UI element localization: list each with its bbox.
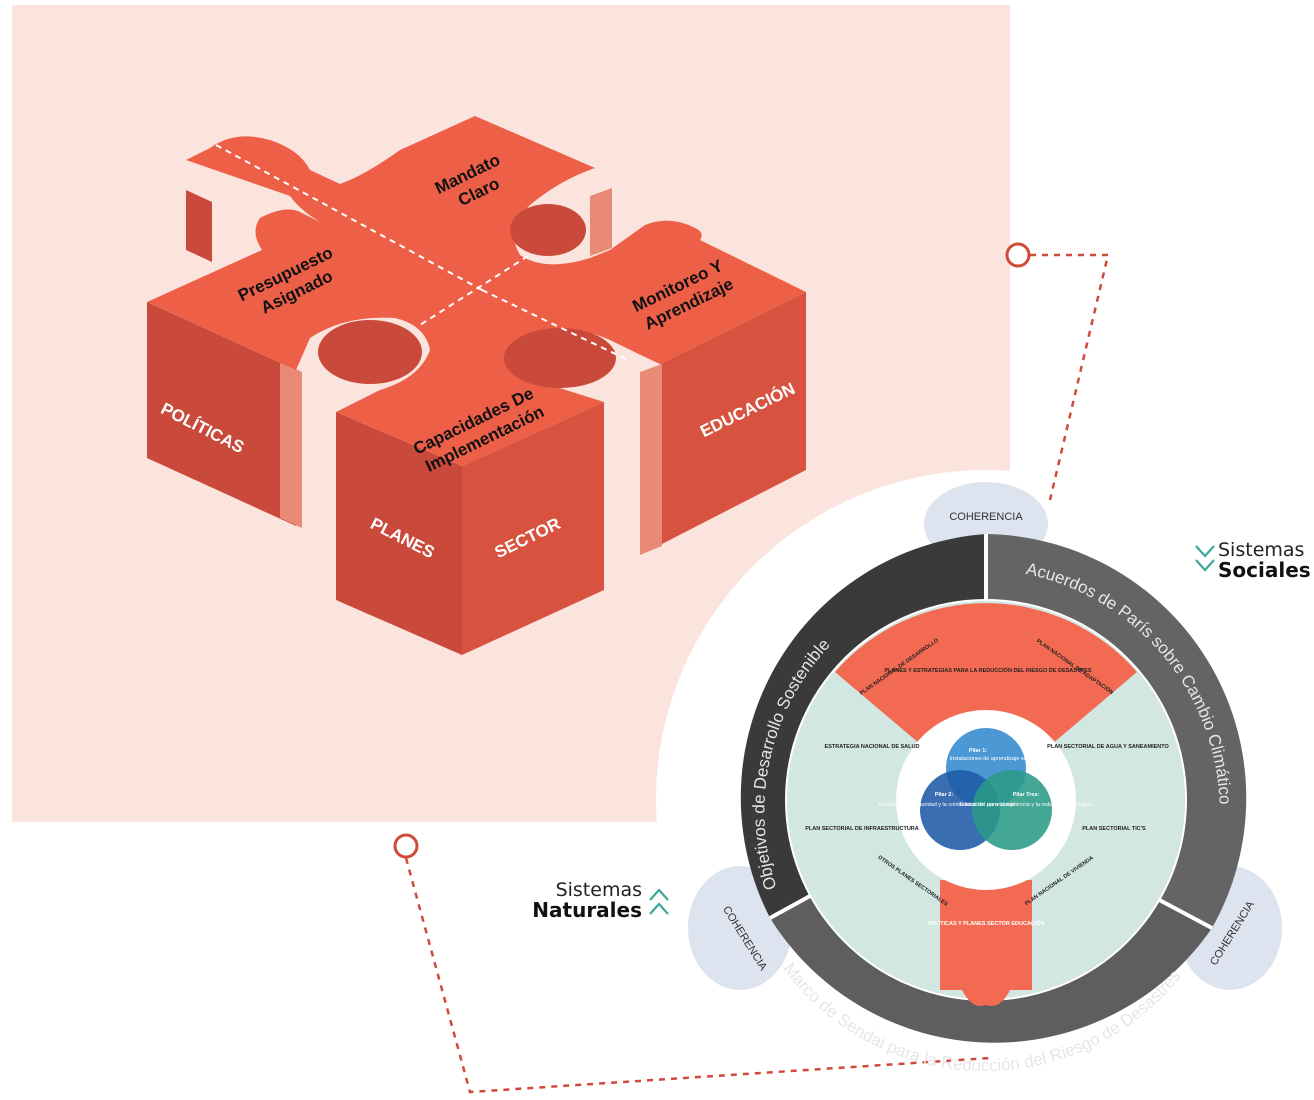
legend-sistemas-naturales: Sistemas Naturales [530,879,642,922]
legend-naturales-line1: Sistemas [555,879,642,901]
legend-sistemas-sociales: Sistemas Sociales [1218,539,1311,582]
piece-left: PLAN SECTORIAL DE INFRAESTRUCTURA [805,826,918,832]
side-face-politicas [147,302,296,526]
puzzle-top-surface [147,116,806,466]
connector-node-bottom [393,833,419,859]
legend-sociales-line1: Sistemas [1218,539,1305,561]
dotted-connectors [404,253,1110,1094]
legend-sociales-line2: Sociales [1218,558,1311,582]
pilar-2-title: Pilar 2: [935,792,954,798]
piece-bottom: POLÍTICAS Y PLANES SECTOR EDUCACIÓN [927,919,1044,927]
coral-bottom-piece [940,880,1032,1006]
coral-top-sector [835,603,1137,800]
piece-top-center: PLANES Y ESTRATEGIAS PARA LA REDUCCIÓN D… [884,666,1092,674]
pilar-3-circle [972,770,1052,850]
pilar-3-text: Educación para la resiliencia y la reduc… [960,802,1093,808]
legend-naturales-line2: Naturales [532,898,642,922]
pilar-3-title: Pilar Tres: [1013,792,1040,798]
pilar-1-title: Pilar 1: [969,748,988,754]
piece-mid-right: PLAN SECTORIAL DE AGUA Y SANEAMIENTO [1047,744,1169,750]
chevron-down-icon [1195,545,1215,572]
piece-right: PLAN SECTORIAL TIC'S [1082,826,1146,832]
pilar-1-text: Instalaciones de aprendizaje seguras [950,756,1041,762]
side-face-planes [336,412,462,655]
coherencia-label-top: COHERENCIA [949,511,1023,523]
side-face-sector [462,402,604,655]
piece-mid-left: ESTRATEGIA NACIONAL DE SALUD [825,744,920,750]
connector-node-top [1005,242,1031,268]
pilar-2-text: Gestión de la seguridad y la continuidad… [879,802,1016,808]
chevron-up-icon [649,888,669,915]
side-face-educacion [660,292,806,545]
puzzle-block: Mandato Claro Presupuesto Asignado Monit… [147,116,806,655]
